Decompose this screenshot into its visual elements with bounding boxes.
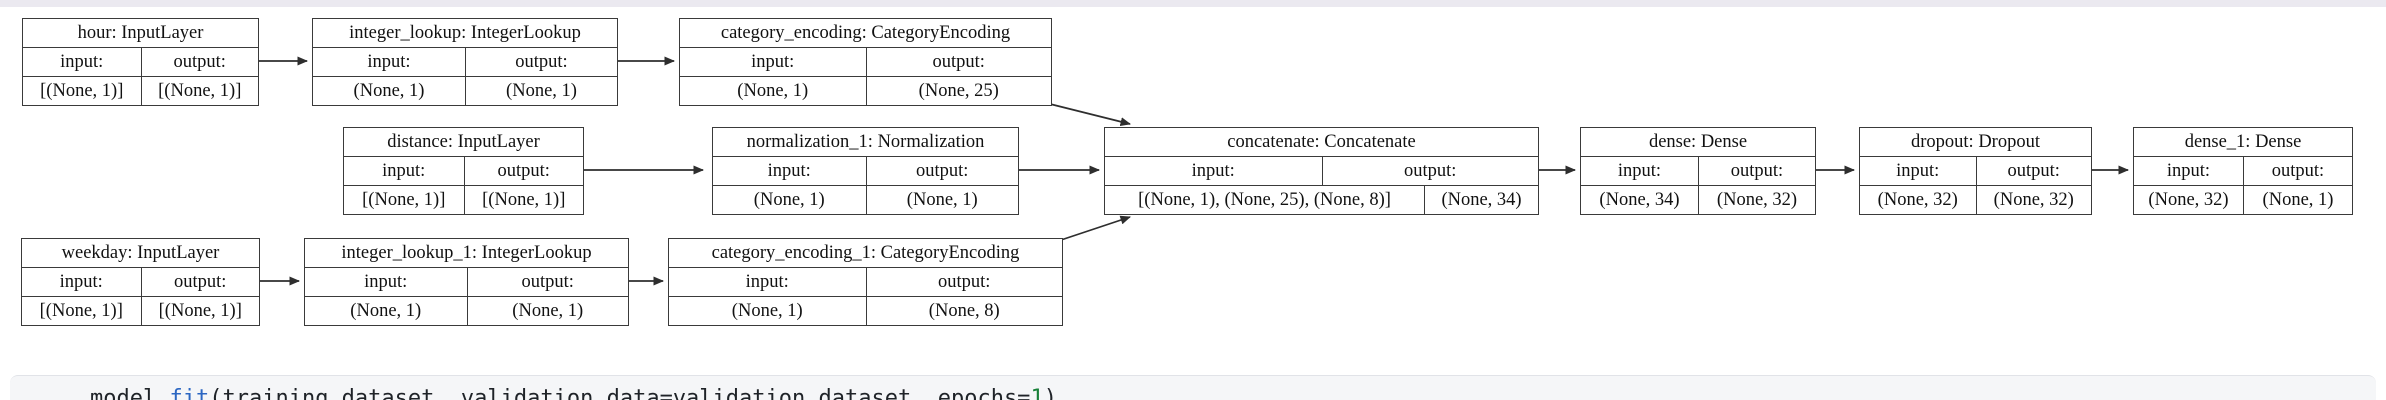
input-label: input: <box>1896 160 1940 181</box>
layer-title: integer_lookup_1: IntegerLookup <box>305 239 628 269</box>
output-label: output: <box>140 48 259 77</box>
layer-node-concatenate: concatenate: Concatenate input: output: … <box>1104 127 1539 215</box>
input-label: input: <box>59 271 103 292</box>
layer-title: weekday: InputLayer <box>22 239 259 269</box>
layer-node-integer-lookup: integer_lookup: IntegerLookup input: out… <box>312 18 618 106</box>
output-label: output: <box>1321 157 1539 186</box>
layer-node-dense-1: dense_1: Dense input: output: (None, 32)… <box>2133 127 2353 215</box>
output-label: output: <box>463 157 584 186</box>
input-label: input: <box>367 51 411 72</box>
input-shape: [(None, 1)] <box>40 80 124 101</box>
layer-node-distance: distance: InputLayer input: output: [(No… <box>343 127 584 215</box>
output-shape: [(None, 1)] <box>140 77 259 105</box>
input-shape: (None, 32) <box>1877 189 1958 210</box>
code-line: model.fit(training_dataset, validation_d… <box>10 376 2376 400</box>
output-label: output: <box>465 48 617 77</box>
layer-node-dropout: dropout: Dropout input: output: (None, 3… <box>1859 127 2092 215</box>
input-shape: [(None, 1)] <box>362 189 446 210</box>
output-label: output: <box>865 157 1019 186</box>
output-shape: [(None, 1)] <box>140 297 260 325</box>
input-shape: (None, 1) <box>737 80 809 101</box>
input-shape: (None, 1) <box>753 189 825 210</box>
output-label: output: <box>1698 157 1815 186</box>
code-token-function: fit <box>169 386 210 400</box>
input-label: input: <box>745 271 789 292</box>
output-label: output: <box>865 48 1052 77</box>
output-label: output: <box>2243 157 2352 186</box>
output-shape: [(None, 1)] <box>463 186 584 214</box>
input-label: input: <box>767 160 811 181</box>
output-shape: (None, 1) <box>465 77 617 105</box>
input-label: input: <box>364 271 408 292</box>
input-shape: (None, 1) <box>350 300 422 321</box>
input-label: input: <box>751 51 795 72</box>
layer-title: hour: InputLayer <box>23 19 258 49</box>
output-shape: (None, 8) <box>865 297 1063 325</box>
output-shape: (None, 32) <box>1698 186 1815 214</box>
input-shape: (None, 1) <box>353 80 425 101</box>
output-shape: (None, 32) <box>1975 186 2092 214</box>
layer-title: dense: Dense <box>1581 128 1815 158</box>
layer-node-weekday: weekday: InputLayer input: output: [(Non… <box>21 238 260 326</box>
output-shape: (None, 1) <box>2243 186 2352 214</box>
output-label: output: <box>140 268 260 297</box>
code-token: (training_dataset, validation_data=valid… <box>209 386 1031 400</box>
input-shape: (None, 1) <box>731 300 803 321</box>
input-label: input: <box>1617 160 1662 181</box>
layer-title: integer_lookup: IntegerLookup <box>313 19 617 49</box>
output-shape: (None, 25) <box>865 77 1052 105</box>
code-token: model. <box>90 386 170 400</box>
layer-title: dropout: Dropout <box>1860 128 2091 158</box>
code-cell[interactable]: model.fit(training_dataset, validation_d… <box>10 375 2376 400</box>
layer-title: distance: InputLayer <box>344 128 583 158</box>
input-shape: (None, 32) <box>2148 189 2229 210</box>
input-label: input: <box>60 51 104 72</box>
output-label: output: <box>466 268 629 297</box>
layer-title: dense_1: Dense <box>2134 128 2352 158</box>
layer-title: category_encoding_1: CategoryEncoding <box>669 239 1062 269</box>
output-label: output: <box>865 268 1063 297</box>
layer-node-category-encoding-1: category_encoding_1: CategoryEncoding in… <box>668 238 1063 326</box>
input-shape: (None, 34) <box>1599 189 1680 210</box>
layer-node-category-encoding: category_encoding: CategoryEncoding inpu… <box>679 18 1052 106</box>
output-shape: (None, 1) <box>865 186 1019 214</box>
input-label: input: <box>1191 160 1235 181</box>
output-shape: (None, 1) <box>466 297 629 325</box>
top-divider <box>0 0 2386 7</box>
layer-title: normalization_1: Normalization <box>713 128 1018 158</box>
layer-node-hour: hour: InputLayer input: output: [(None, … <box>22 18 259 106</box>
input-shape: [(None, 1)] <box>39 300 123 321</box>
layer-node-integer-lookup-1: integer_lookup_1: IntegerLookup input: o… <box>304 238 629 326</box>
code-token: ) <box>1043 386 1057 400</box>
output-label: output: <box>1975 157 2092 186</box>
output-shape: (None, 34) <box>1424 186 1538 214</box>
input-shape: [(None, 1), (None, 25), (None, 8)] <box>1138 189 1391 210</box>
input-label: input: <box>382 160 426 181</box>
code-token-number: 1 <box>1030 386 1044 400</box>
input-label: input: <box>2166 160 2211 181</box>
layer-title: category_encoding: CategoryEncoding <box>680 19 1051 49</box>
layer-node-dense: dense: Dense input: output: (None, 34) (… <box>1580 127 1816 215</box>
layer-node-normalization-1: normalization_1: Normalization input: ou… <box>712 127 1019 215</box>
layer-title: concatenate: Concatenate <box>1105 128 1538 158</box>
